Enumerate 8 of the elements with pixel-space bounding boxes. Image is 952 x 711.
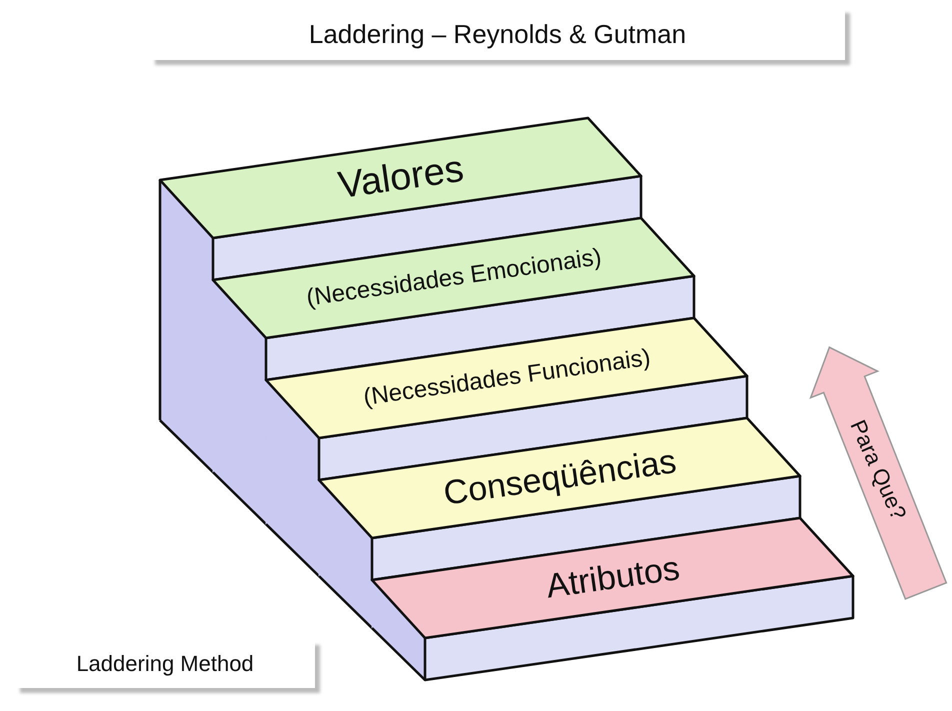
step-label: (Necessidades Funcionais) [361, 344, 652, 412]
arrow-label: Para Que? [844, 416, 912, 524]
step-label: Valores [335, 148, 466, 208]
title-box: Laddering – Reynolds & Gutman [150, 8, 845, 60]
step-label: (Necessidades Emocionais) [304, 243, 603, 313]
step-label: Atributos [543, 549, 682, 607]
step-label: Conseqüências [440, 442, 678, 514]
method-label-box: Laddering Method [15, 640, 315, 688]
